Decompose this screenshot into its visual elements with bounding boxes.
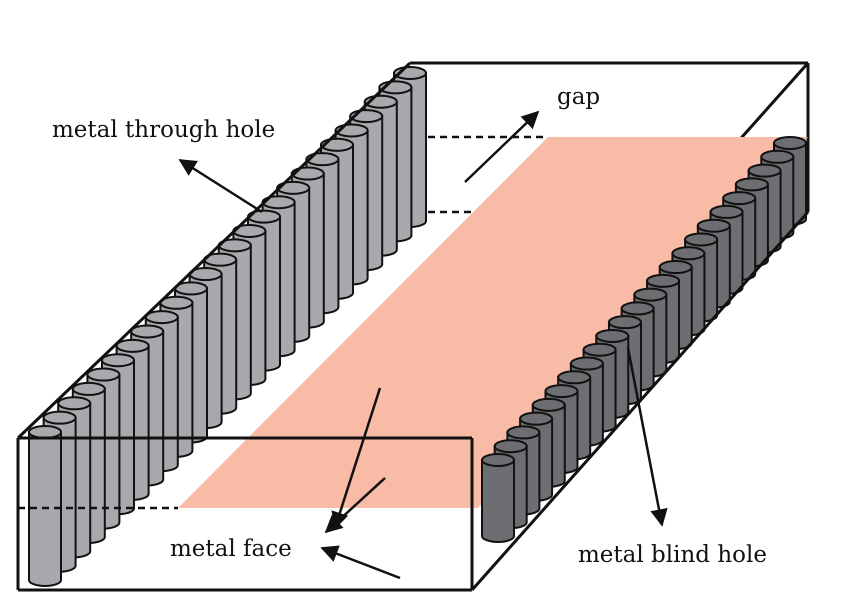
- through-hole-cylinder: [28, 425, 62, 587]
- gap-arrow: [464, 110, 540, 183]
- label-gap: gap: [557, 84, 600, 110]
- metal-blind-hole-row: [481, 136, 807, 543]
- metal-face-arrow-1: [331, 387, 382, 530]
- label-metal-blind-hole: metal blind hole: [578, 542, 767, 568]
- metal-face-arrow-3: [320, 545, 401, 580]
- blind-hole-arrow: [626, 347, 668, 527]
- through-hole-arrow: [178, 158, 263, 214]
- pointer-arrows: [178, 110, 668, 580]
- label-metal-face: metal face: [170, 536, 292, 562]
- label-metal-through-hole: metal through hole: [52, 117, 275, 143]
- metal-face-plate: [178, 137, 808, 508]
- metal-face-arrow-2: [324, 477, 386, 534]
- box-front-edges: [16, 61, 810, 592]
- blind-hole-cylinder: [481, 453, 515, 543]
- metal-through-hole-row: [28, 66, 427, 587]
